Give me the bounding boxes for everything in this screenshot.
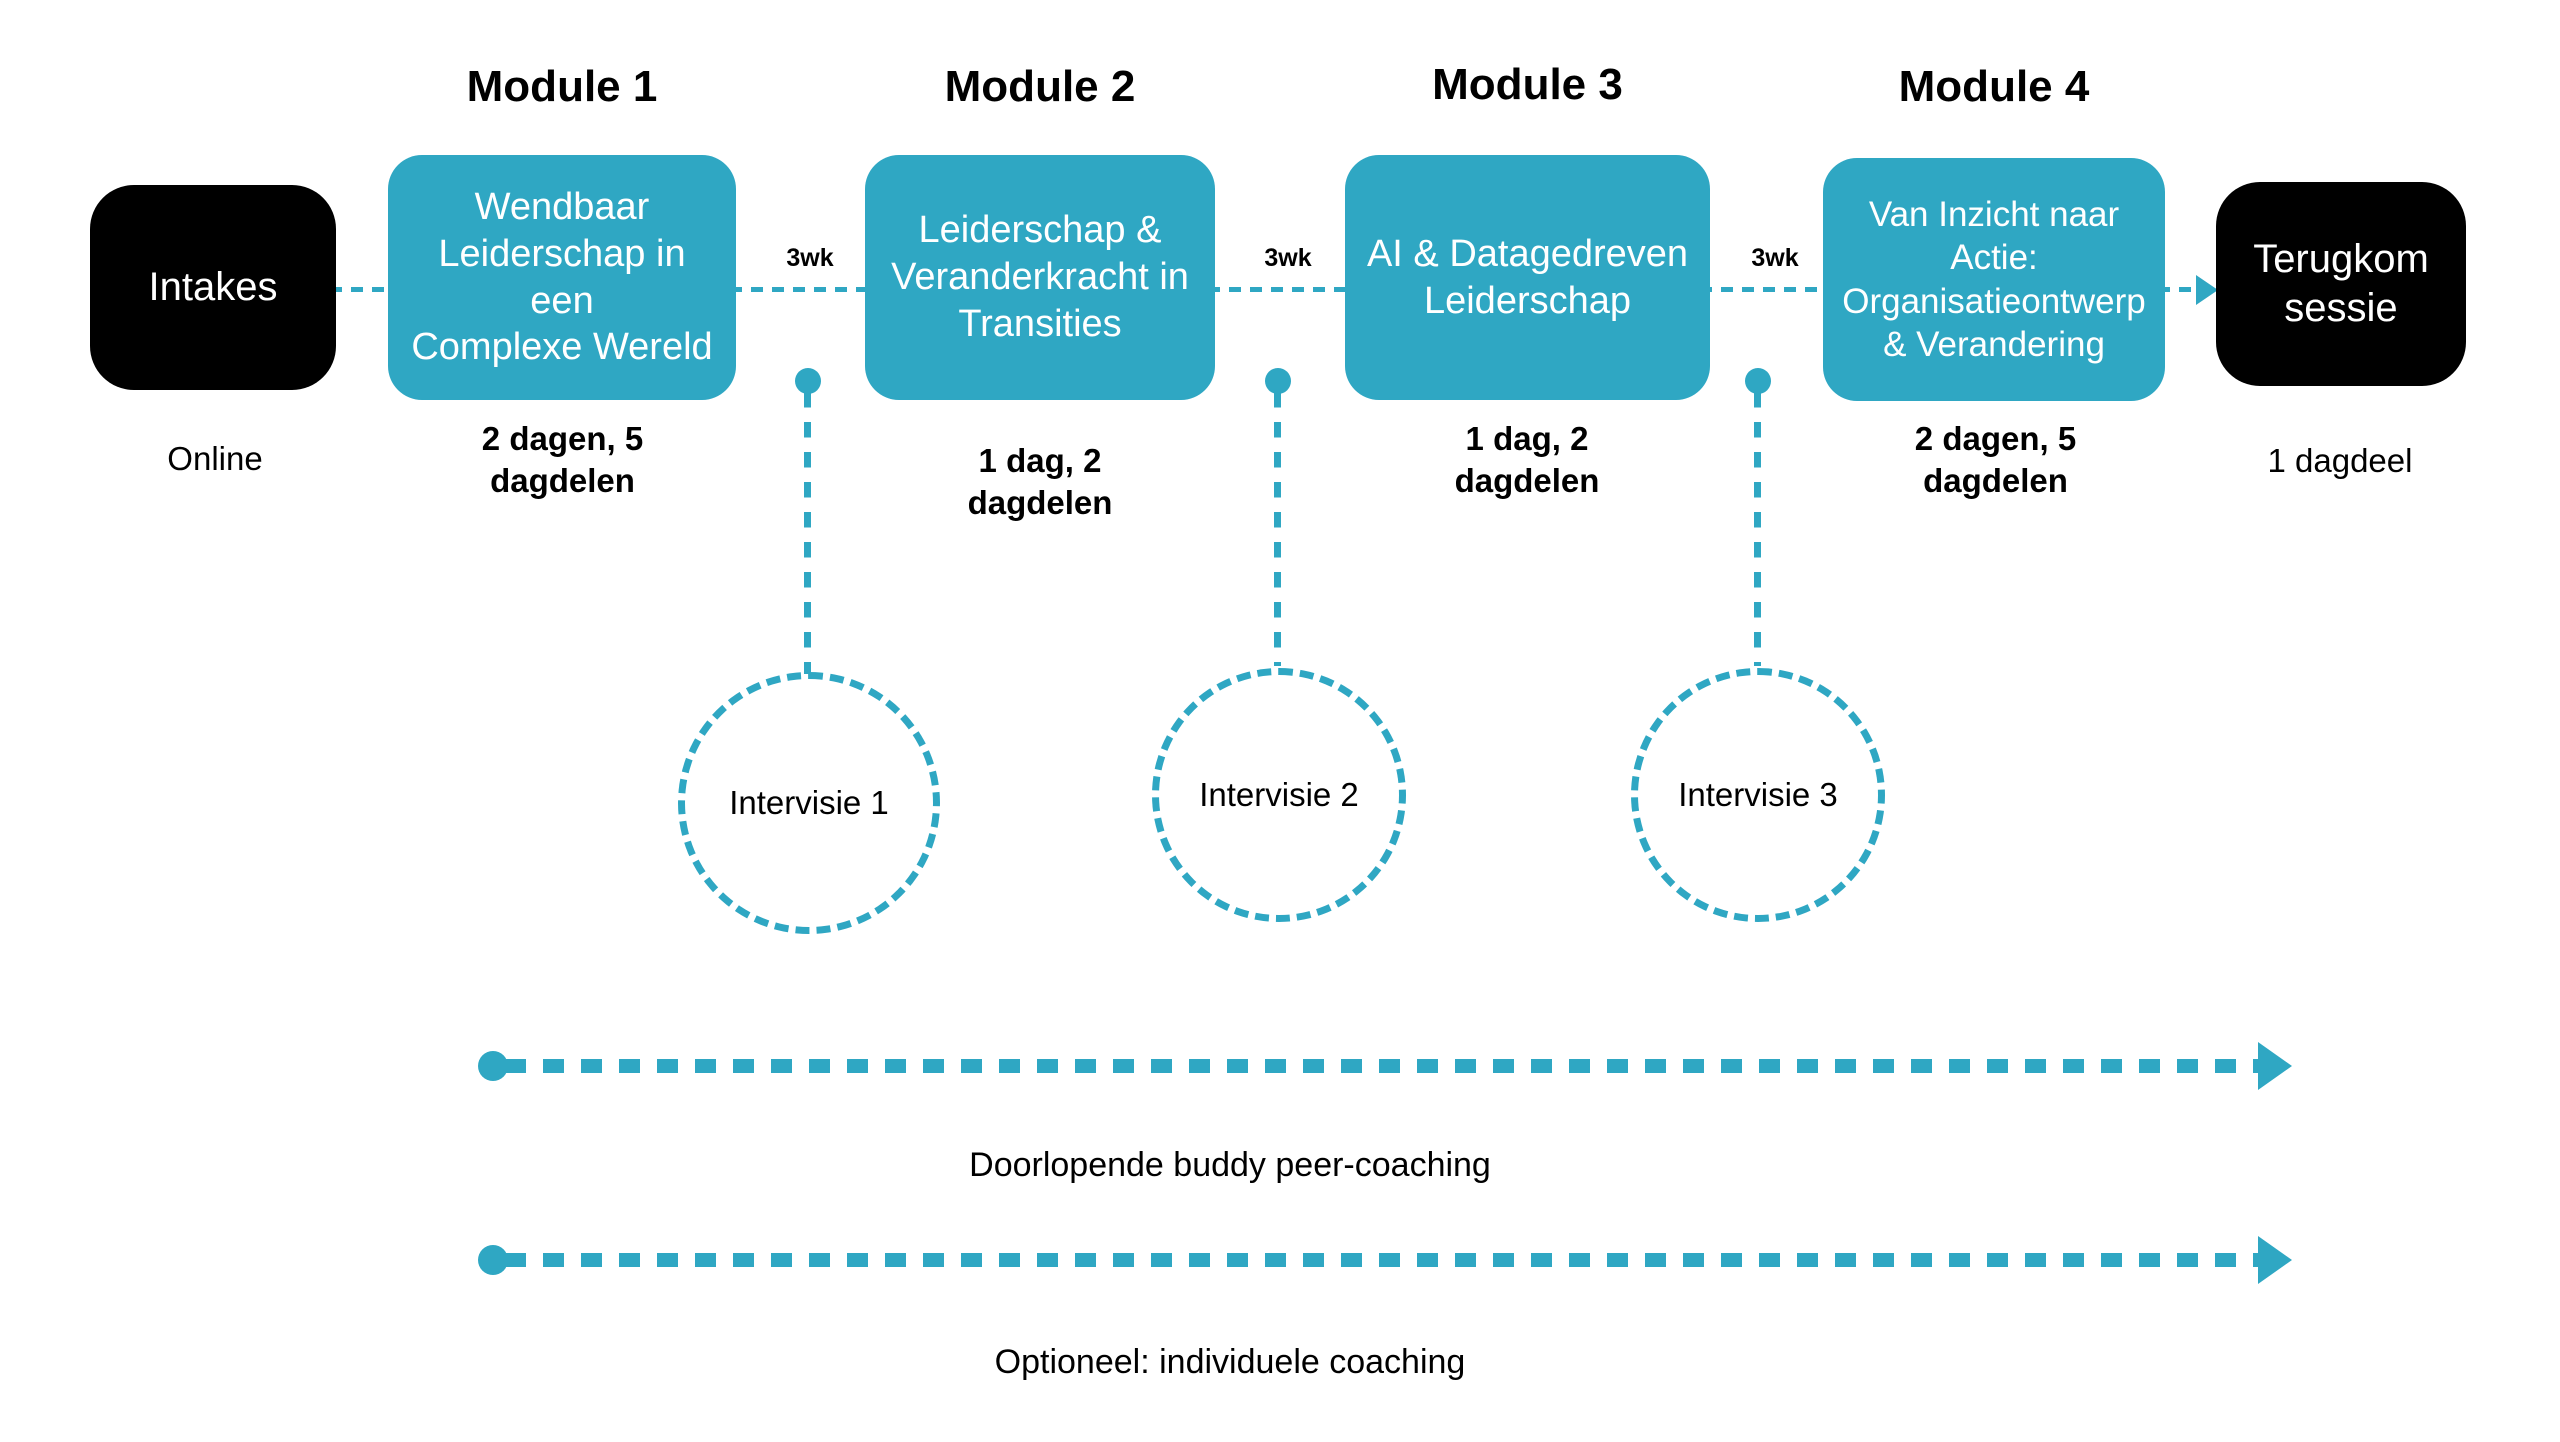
track-line-1	[505, 1059, 2265, 1073]
drop-dot-icon-2	[1265, 368, 1291, 394]
intervisie-label-1: Intervisie 1	[729, 784, 889, 821]
node-module-2[interactable]: Leiderschap & Veranderkracht in Transiti…	[865, 155, 1215, 400]
connector-intakes-to-module1	[330, 287, 400, 292]
intervisie-label-3: Intervisie 3	[1678, 776, 1838, 813]
caption-module-2: 1 dag, 2 dagdelen	[967, 442, 1113, 522]
track-line-2	[505, 1253, 2265, 1267]
intervisie-label-2: Intervisie 2	[1199, 776, 1359, 813]
module-title-3: Module 3	[1432, 60, 1623, 109]
track-arrow-icon-1	[2258, 1042, 2292, 1090]
node-module-2-label: Leiderschap & Veranderkracht in Transiti…	[891, 209, 1189, 345]
node-terugkom-sessie-label: Terugkom sessie	[2253, 236, 2429, 330]
connector-module1-to-module2	[730, 287, 875, 292]
module-title-2: Module 2	[944, 62, 1136, 111]
module-title-4: Module 4	[1898, 62, 2090, 111]
drop-dot-icon-1	[795, 368, 821, 394]
drop-line-intervisie-2	[1274, 392, 1281, 666]
drop-dot-icon-3	[1745, 368, 1771, 394]
intervisie-circle-3[interactable]: Intervisie 3	[1631, 668, 1885, 922]
track-arrow-icon-2	[2258, 1236, 2292, 1284]
node-module-4-label: Van Inzicht naar Actie: Organisatieontwe…	[1842, 195, 2146, 364]
caption-module-1: 2 dagen, 5 dagdelen	[481, 420, 644, 500]
node-module-3[interactable]: AI & Datagedreven Leiderschap	[1345, 155, 1710, 400]
gap-label-2: 3wk	[1264, 244, 1312, 272]
node-intakes-label: Intakes	[148, 264, 278, 309]
track-start-dot-icon-1	[478, 1051, 508, 1081]
connector-module3-to-module4	[1700, 287, 1835, 292]
track-start-dot-icon-2	[478, 1245, 508, 1275]
node-intakes[interactable]: Intakes	[90, 185, 336, 390]
connector-module2-to-module3	[1208, 287, 1356, 292]
caption-module-3: 1 dag, 2 dagdelen	[1454, 420, 1600, 500]
arrow-head-icon	[2196, 275, 2218, 305]
track-caption-1: Doorlopende buddy peer-coaching	[969, 1146, 1491, 1184]
caption-terugkom-sessie: 1 dagdeel	[2267, 442, 2413, 479]
intervisie-circle-2[interactable]: Intervisie 2	[1152, 668, 1406, 922]
caption-intakes: Online	[167, 440, 263, 477]
gap-label-3: 3wk	[1751, 244, 1799, 272]
node-module-3-label: AI & Datagedreven Leiderschap	[1366, 232, 1689, 322]
drop-line-intervisie-1	[804, 392, 811, 674]
connector-module4-to-terugkom	[2158, 287, 2200, 292]
intervisie-circle-1[interactable]: Intervisie 1	[678, 672, 940, 934]
node-module-1-label: Wendbaar Leiderschap in een Complexe Wer…	[411, 186, 713, 369]
drop-line-intervisie-3	[1754, 392, 1761, 666]
module-title-1: Module 1	[466, 62, 658, 111]
caption-module-4: 2 dagen, 5 dagdelen	[1914, 420, 2077, 500]
gap-label-1: 3wk	[786, 244, 834, 272]
track-caption-2: Optioneel: individuele coaching	[994, 1343, 1466, 1381]
node-terugkom-sessie[interactable]: Terugkom sessie	[2216, 182, 2466, 386]
node-module-1[interactable]: Wendbaar Leiderschap in een Complexe Wer…	[388, 155, 736, 400]
node-module-4[interactable]: Van Inzicht naar Actie: Organisatieontwe…	[1823, 158, 2165, 401]
